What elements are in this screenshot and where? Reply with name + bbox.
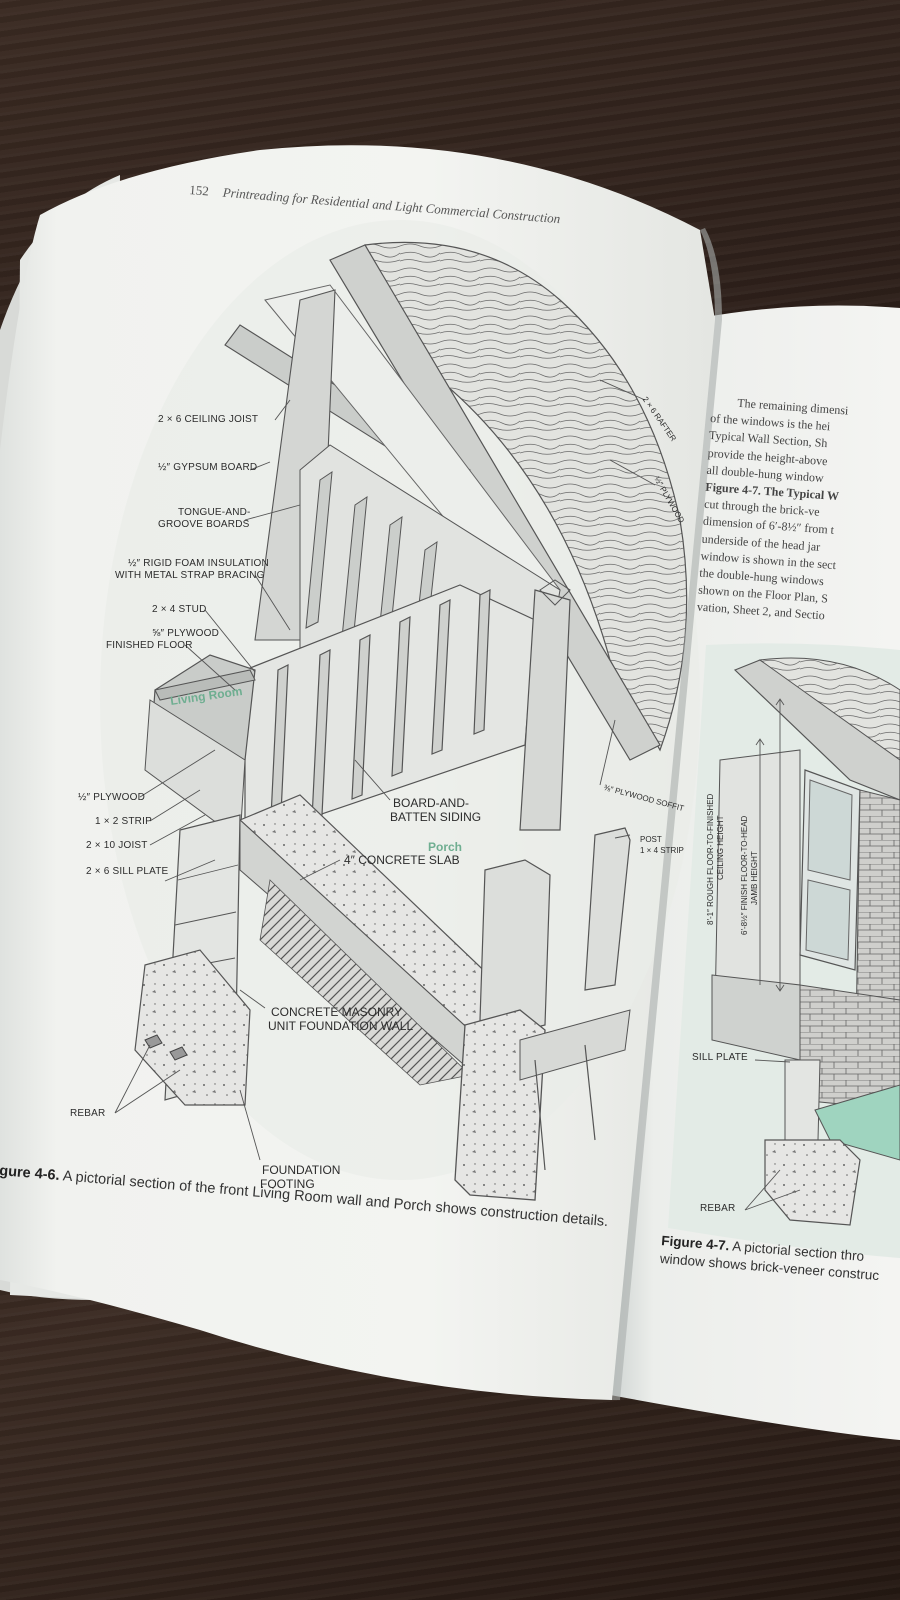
label-ceiling-height-1: 8′-1″ ROUGH FLOOR-TO-FINISHED [706,793,715,925]
label-footing-1: FOUNDATION [262,1163,341,1177]
label-head-jamb-1: 6′-8½″ FINISH FLOOR-TO-HEAD [740,815,749,935]
label-gypsum-board: ½″ GYPSUM BOARD [158,462,258,473]
label-rebar: REBAR [70,1108,106,1119]
label-board-batten-2: BATTEN SIDING [390,810,482,824]
label-porch: Porch [428,840,463,854]
label-tongue-groove-2: GROOVE BOARDS [158,519,250,530]
label-rigid-foam-1: ½″ RIGID FOAM INSULATION [128,558,269,569]
label-stud: 2 × 4 STUD [152,604,207,615]
label-sill-plate: 2 × 6 SILL PLATE [86,866,169,877]
label-cmu-2: UNIT FOUNDATION WALL [268,1019,414,1033]
label-footing-2: FOOTING [260,1177,315,1191]
label-rigid-foam-2: WITH METAL STRAP BRACING [115,570,265,581]
label-head-jamb-2: JAMB HEIGHT [750,851,759,905]
label-half-plywood: ½″ PLYWOOD [78,792,146,803]
label-ceiling-joist: 2 × 6 CEILING JOIST [158,414,259,425]
right-page-paragraph: The remaining dimensi of the windows is … [696,393,849,626]
label-ceiling-height-2: CEILING HEIGHT [716,815,725,880]
label-tongue-groove-1: TONGUE-AND- [178,507,251,518]
label-rebar-right: REBAR [700,1203,736,1214]
label-post-1: POST [640,835,662,844]
label-sill-plate-right: SILL PLATE [692,1052,748,1063]
label-strip: 1 × 2 STRIP [95,816,152,827]
label-concrete-slab: 4″ CONCRETE SLAB [344,853,460,867]
label-plywood-floor-2: FINISHED FLOOR [106,640,193,651]
label-post-2: 1 × 4 STRIP [640,846,684,855]
label-plywood-floor-1: ⅝″ PLYWOOD [152,628,220,639]
label-joist: 2 × 10 JOIST [86,840,148,851]
label-board-batten-1: BOARD-AND- [393,796,470,810]
page-number: 152 [188,182,210,199]
label-cmu-1: CONCRETE MASONRY [271,1005,403,1019]
